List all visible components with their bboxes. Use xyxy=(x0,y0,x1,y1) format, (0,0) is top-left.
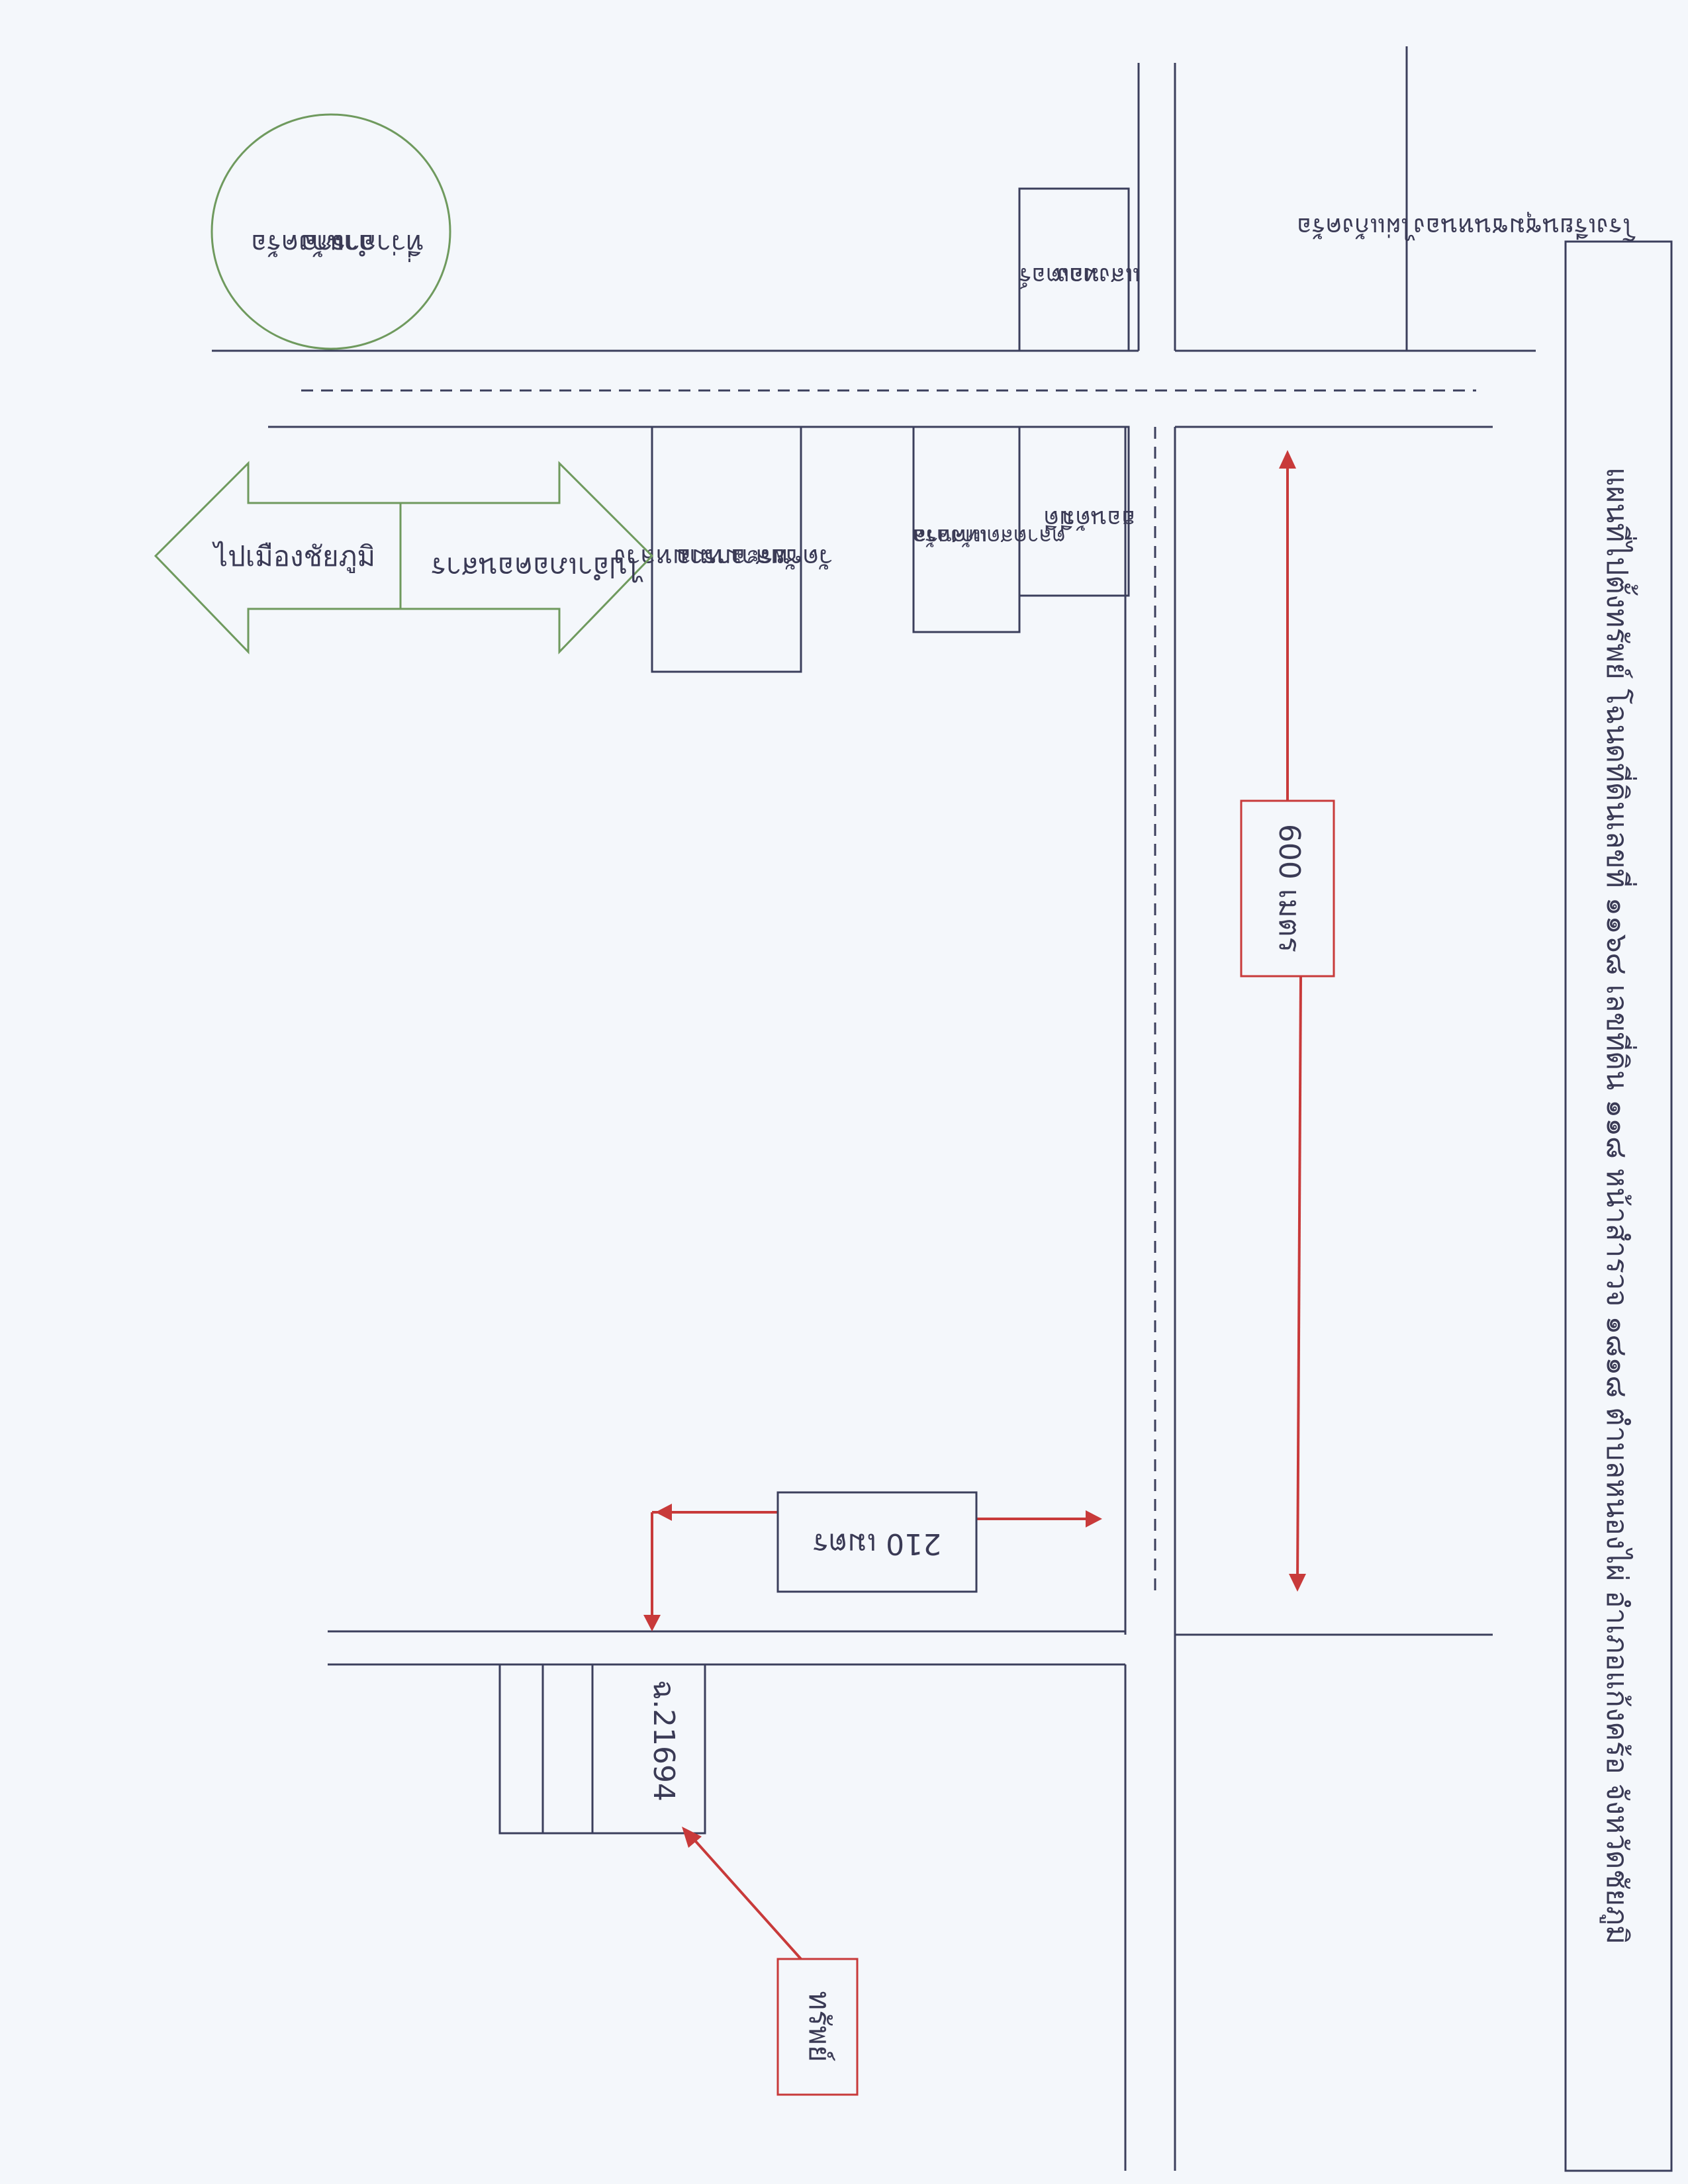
motor-shop-line2: มอเตอร์ xyxy=(1019,262,1100,289)
district-office-line2: อำเภอ xyxy=(301,228,375,259)
chaiyaphum-label: ไปเมืองชัยภูมิ xyxy=(212,540,375,573)
temple-landmark: วัดชัยสามหมอ พระอารามหลวง xyxy=(614,426,833,673)
market-landmark: ตลาดสดเทศบาล แก้งคร้อ xyxy=(912,426,1066,633)
property-label: ทรัพย์ xyxy=(802,1991,836,2062)
property-plot: ฉ.21694 xyxy=(498,1663,706,1835)
distance-600m: 600 เมตร xyxy=(1240,450,1335,1592)
honda-shop-landmark: ฮอนด้า มีดี xyxy=(1018,426,1136,597)
district-office-line1: ที่ว่าการ xyxy=(331,228,423,262)
direction-arrow-khon-san: ไปอำเภอคอนสาร xyxy=(399,461,654,655)
distance-210m: 210 เมตร xyxy=(643,1491,1102,1631)
property-pointer: ทรัพย์ xyxy=(682,1827,859,2096)
khon-san-label: ไปอำเภอคอนสาร xyxy=(431,551,643,584)
motor-shop-landmark: แสงทอง มอเตอร์ xyxy=(1018,187,1141,352)
map-title: แผนที่ไปตั้งทรัพย์ โฉนดที่ดินเลขที่ ๑๑๖๘… xyxy=(1599,467,1638,1944)
school-label: โรงเรียนชุมชนหนองไผ่แก้งคร้อ xyxy=(1297,212,1636,242)
market-line2: แก้งคร้อ xyxy=(912,524,987,549)
market-line1: ตลาดสดเทศบาล xyxy=(914,524,1066,549)
direction-arrow-chaiyaphum: ไปเมืองชัยภูมิ xyxy=(154,461,402,655)
temple-line1: วัดชัยสามหมอ xyxy=(677,543,833,572)
distance-210m-label: 210 เมตร xyxy=(813,1527,941,1561)
honda-shop-line2: มีดี xyxy=(1043,505,1074,532)
plot-id-label: ฉ.21694 xyxy=(647,1680,680,1801)
title-frame xyxy=(1564,240,1673,2172)
distance-600m-label: 600 เมตร xyxy=(1272,824,1306,952)
motor-shop-line1: แสงทอง xyxy=(1057,262,1141,289)
honda-shop-line1: ฮอนด้า xyxy=(1062,505,1136,532)
district-office-landmark: ที่ว่าการ อำเภอ แก้งคร้อ xyxy=(211,113,451,350)
district-office-line3: แก้งคร้อ xyxy=(251,228,345,259)
school-landmark: โรงเรียนชุมชนหนองไผ่แก้งคร้อ xyxy=(1175,46,1636,352)
